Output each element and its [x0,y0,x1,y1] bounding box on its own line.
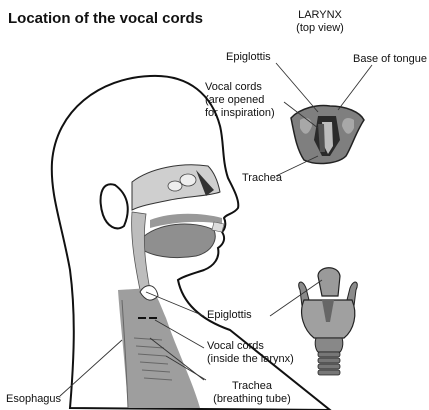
label-vocal-cords-side-line2: (inside the larynx) [207,353,294,366]
label-trachea-side: Trachea (breathing tube) [204,380,300,406]
larynx-top-view-illustration [291,106,364,164]
label-larynx-line2: (top view) [282,22,358,35]
label-vocal-cords-top-line3: for inspiration) [205,107,275,120]
label-base-of-tongue: Base of tongue [353,53,427,66]
larynx-front-view-illustration [299,268,358,375]
epiglottis-front [318,268,340,296]
label-vocal-cords-side: Vocal cords (inside the larynx) [207,340,294,366]
label-trachea-side-line2: (breathing tube) [204,393,300,406]
label-vocal-cords-side-line1: Vocal cords [207,340,294,353]
label-trachea-side-line1: Trachea [204,380,300,393]
label-trachea-top: Trachea [242,172,282,185]
label-esophagus: Esophagus [6,393,61,406]
cricoid-cartilage [315,338,343,352]
trachea-rings-front [318,352,340,375]
label-larynx-top-view: LARYNX (top view) [282,9,358,35]
label-larynx-line1: LARYNX [282,9,358,22]
label-vocal-cords-top-line1: Vocal cords [205,81,275,94]
label-vocal-cords-top: Vocal cords (are opened for inspiration) [205,81,275,120]
label-epiglottis-top: Epiglottis [226,51,271,64]
label-epiglottis-side: Epiglottis [207,309,252,322]
label-vocal-cords-top-line2: (are opened [205,94,275,107]
